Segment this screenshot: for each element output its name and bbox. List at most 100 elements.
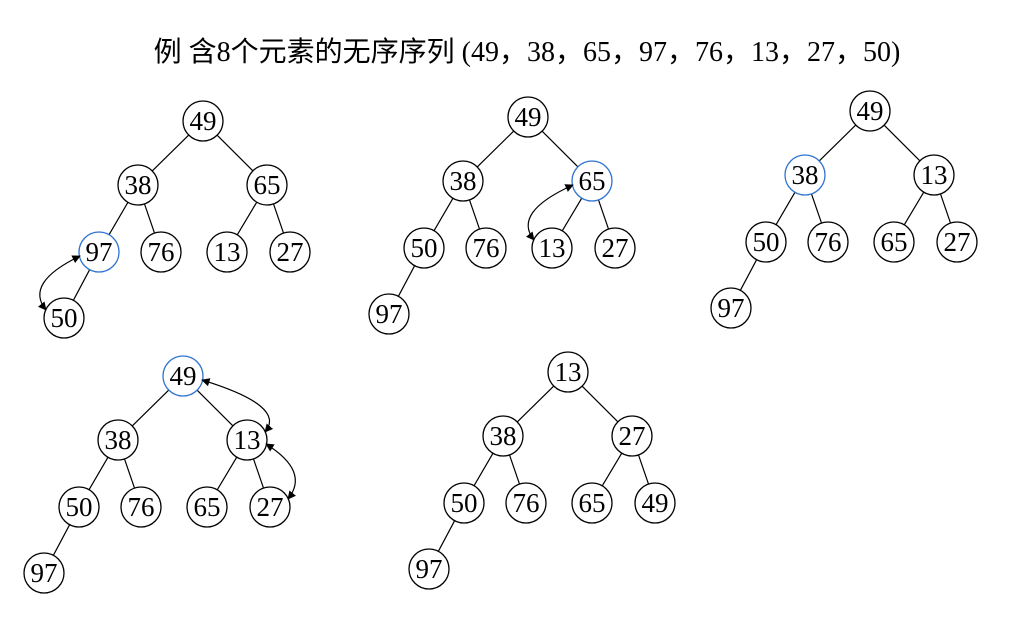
highlighted-node-circle (571, 160, 613, 202)
node-value: 13 (555, 357, 582, 387)
heap-node: 49 (849, 90, 891, 132)
heap-node: 50 (403, 227, 445, 269)
node-value: 38 (450, 166, 477, 196)
node-value: 38 (490, 421, 517, 451)
tree-edge (437, 520, 456, 552)
node-circle (745, 221, 787, 263)
tree-edge (433, 197, 454, 232)
heap-node: 65 (246, 164, 288, 206)
node-circle (403, 227, 445, 269)
node-value: 76 (473, 233, 500, 263)
heap-node: 13 (206, 231, 248, 273)
tree-edge (123, 458, 136, 489)
tree-edge (151, 134, 190, 172)
node-circle (710, 287, 752, 329)
heap-node: 97 (78, 231, 120, 273)
tree-edge (72, 269, 91, 301)
heap-node: 49 (162, 355, 204, 397)
tree-edge (216, 456, 238, 491)
node-circle (482, 415, 524, 457)
heap-node: 97 (23, 552, 65, 594)
tree-edge (252, 458, 265, 489)
heap-node: 13 (547, 351, 589, 393)
node-circle (913, 154, 955, 196)
node-circle (269, 231, 311, 273)
node-value: 65 (194, 492, 221, 522)
tree-edge (143, 203, 156, 234)
tree-edge (196, 389, 234, 427)
node-value: 27 (619, 421, 646, 451)
node-circle (206, 231, 248, 273)
heap-node: 49 (182, 100, 224, 142)
node-circle (246, 164, 288, 206)
heap-node: 76 (505, 482, 547, 524)
tree-edge (131, 389, 170, 427)
heap-node: 38 (117, 164, 159, 206)
node-circle (873, 221, 915, 263)
tree-edge (810, 193, 823, 224)
node-circle (97, 419, 139, 461)
tree-edge (883, 124, 921, 162)
node-circle (408, 548, 450, 590)
heap-node: 49 (507, 96, 549, 138)
tree-edge (508, 454, 521, 485)
node-circle (611, 415, 653, 457)
heap-node: 76 (140, 231, 182, 273)
heap-node: 76 (120, 486, 162, 528)
node-circle (849, 90, 891, 132)
node-value: 76 (513, 488, 540, 518)
tree-edge (476, 130, 515, 168)
heap-node: 27 (249, 486, 291, 528)
node-value: 38 (792, 160, 819, 190)
heap-node: 50 (745, 221, 787, 263)
heap-node: 27 (611, 415, 653, 457)
heap-node: 13 (226, 419, 268, 461)
node-value: 49 (170, 361, 197, 391)
highlighted-node-circle (78, 231, 120, 273)
node-value: 97 (31, 558, 58, 588)
node-value: 27 (277, 237, 304, 267)
heap-node: 65 (186, 486, 228, 528)
node-circle (120, 486, 162, 528)
tree-edge (739, 259, 758, 291)
highlighted-node-circle (784, 154, 826, 196)
node-value: 50 (411, 233, 438, 263)
node-value: 13 (921, 160, 948, 190)
heap-node: 27 (594, 227, 636, 269)
node-circle (465, 227, 507, 269)
node-value: 76 (148, 237, 175, 267)
node-value: 49 (515, 102, 542, 132)
swap-arrow (265, 443, 296, 500)
node-value: 27 (602, 233, 629, 263)
node-value: 50 (66, 492, 93, 522)
node-value: 38 (125, 170, 152, 200)
node-circle (507, 96, 549, 138)
node-value: 76 (128, 492, 155, 522)
heap-node: 76 (807, 221, 849, 263)
node-circle (182, 100, 224, 142)
node-circle (547, 351, 589, 393)
heap-node: 49 (634, 482, 676, 524)
heap-node: 27 (269, 231, 311, 273)
node-value: 97 (718, 293, 745, 323)
heap-node: 50 (443, 482, 485, 524)
node-value: 97 (376, 299, 403, 329)
node-circle (807, 221, 849, 263)
node-value: 27 (257, 492, 284, 522)
node-value: 97 (416, 554, 443, 584)
node-circle (140, 231, 182, 273)
heap-node: 76 (465, 227, 507, 269)
node-value: 50 (51, 303, 78, 333)
node-value: 13 (234, 425, 261, 455)
node-value: 97 (86, 237, 113, 267)
node-circle (117, 164, 159, 206)
node-circle (571, 482, 613, 524)
node-circle (505, 482, 547, 524)
heap-node: 97 (408, 548, 450, 590)
tree-edge (216, 134, 254, 172)
node-value: 27 (944, 227, 971, 257)
swap-arrow (201, 378, 274, 433)
